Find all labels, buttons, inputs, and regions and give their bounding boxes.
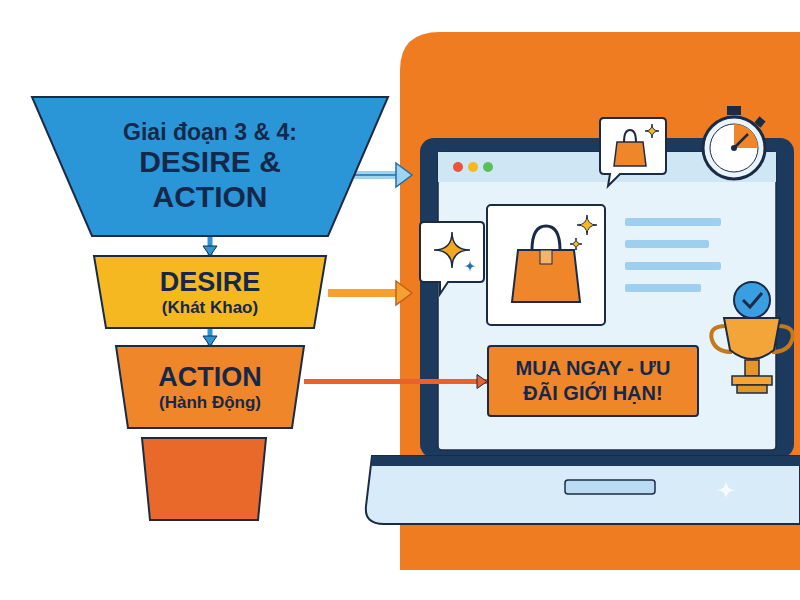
sparkle	[577, 215, 597, 235]
laptop-base	[366, 456, 800, 524]
flow-arrow	[203, 236, 217, 256]
flow-arrow	[304, 375, 487, 389]
arrow-shaft	[208, 236, 213, 256]
node-heading: DESIRE	[160, 267, 261, 298]
funnel-bottom	[142, 438, 266, 520]
window-dot	[468, 162, 478, 172]
funnel-band-desire: DESIRE(Khát Khao)	[94, 256, 326, 328]
laptop-screen	[438, 152, 776, 450]
window-dot	[453, 162, 463, 172]
node-subtext: (Khát Khao)	[162, 298, 258, 318]
node-subtext: (Hành Động)	[159, 393, 261, 413]
node-heading: ACTION	[158, 362, 262, 393]
arrow-shaft	[304, 379, 487, 384]
touchpad	[565, 480, 655, 494]
stopwatch	[703, 106, 766, 179]
sparkle	[570, 238, 582, 250]
flow-arrow	[203, 328, 217, 346]
bag-bubble	[600, 118, 666, 186]
funnel-band-action: ACTION(Hành Động)	[116, 346, 304, 428]
product-card	[487, 205, 605, 325]
shopping-bag	[512, 226, 580, 302]
arrow-head	[477, 375, 487, 389]
pointer-arrow	[328, 281, 412, 305]
laptop-hinge	[372, 456, 800, 466]
node-heading: MUA NGAY - ƯU ĐÃI GIỚI HẠN!	[497, 356, 689, 406]
sparkle	[716, 480, 736, 500]
node-subtext: DESIRE & ACTION	[95, 145, 325, 214]
window-dot	[483, 162, 493, 172]
arrow-head	[203, 336, 217, 346]
sparkle-bubble	[420, 222, 484, 294]
cta-button: MUA NGAY - ƯU ĐÃI GIỚI HẠN!	[487, 345, 699, 417]
trophy	[711, 282, 792, 393]
funnel-band-top: Giai đoạn 3 & 4:DESIRE & ACTION	[32, 97, 388, 236]
node-heading: Giai đoạn 3 & 4:	[123, 119, 297, 145]
text-lines	[625, 218, 721, 292]
arrow-shaft	[208, 328, 213, 346]
arrow-head	[203, 246, 217, 256]
